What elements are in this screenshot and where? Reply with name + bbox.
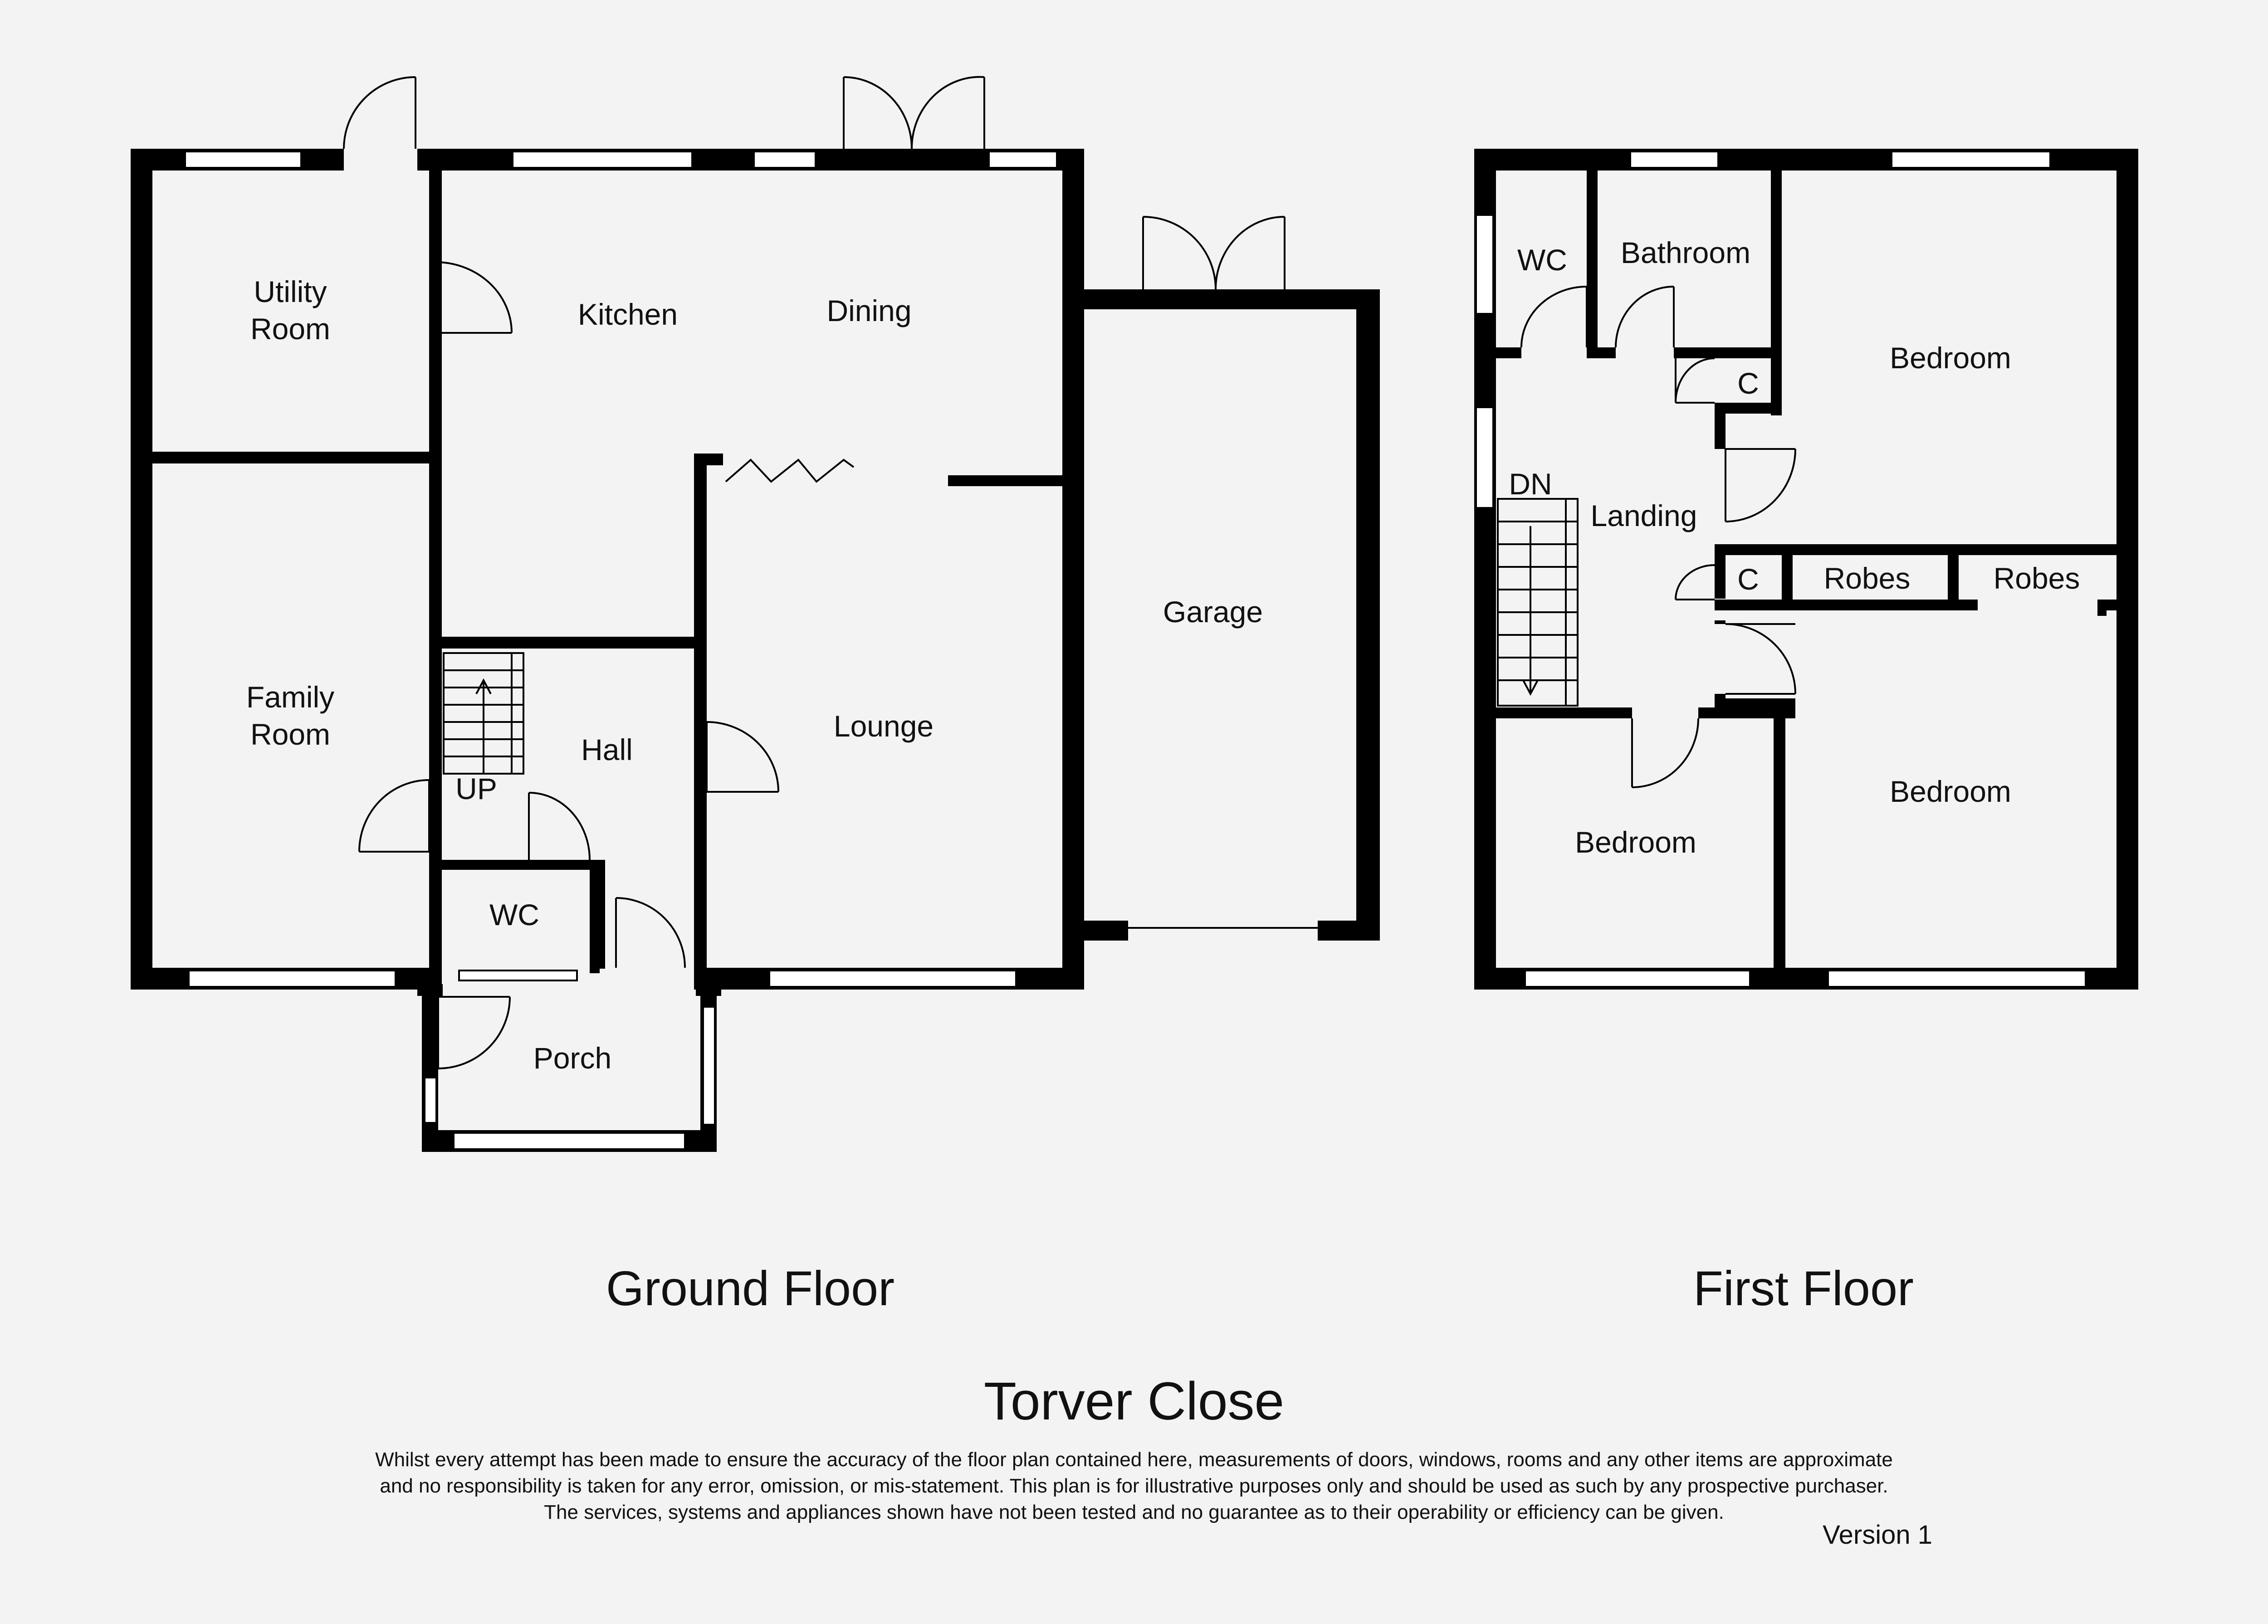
bedroom-2-label: Bedroom — [1890, 775, 2011, 808]
bedroom-1-label: Bedroom — [1890, 341, 2011, 375]
first-wc-label: WC — [1517, 243, 1567, 277]
porch-label: Porch — [533, 1041, 611, 1075]
first-floor-room-labels: WC Bathroom Bedroom C DN Landing C Robes… — [1509, 236, 2080, 859]
landing-label: Landing — [1591, 499, 1697, 532]
bathroom-label: Bathroom — [1621, 236, 1750, 269]
robes-1-label: Robes — [1824, 561, 1911, 595]
garage-label: Garage — [1163, 595, 1263, 629]
cupboard-2-label: C — [1737, 562, 1759, 596]
disclaimer-line-3: The services, systems and appliances sho… — [544, 1501, 1724, 1523]
ground-floor-stairs — [443, 652, 524, 775]
stairs-up-label: UP — [455, 772, 497, 805]
disclaimer: Whilst every attempt has been made to en… — [272, 1447, 1996, 1526]
stairs-down-label: DN — [1509, 467, 1552, 501]
bedroom-3-label: Bedroom — [1575, 825, 1696, 859]
ground-floor-windows — [184, 151, 1318, 1150]
utility-room-label-2: Room — [250, 312, 330, 346]
hall-label: Hall — [581, 733, 633, 766]
lounge-label: Lounge — [834, 709, 934, 743]
first-floor-label: First Floor — [1693, 1261, 1914, 1316]
robes-2-label: Robes — [1994, 561, 2080, 595]
first-floor-stairs — [1497, 498, 1579, 707]
utility-room-label: Utility — [254, 275, 327, 308]
ground-floor-plan: Utility Room Kitchen Dining Family Room … — [131, 76, 1380, 1316]
disclaimer-line-2: and no responsibility is taken for any e… — [380, 1475, 1888, 1497]
property-title: Torver Close — [983, 1371, 1285, 1431]
disclaimer-line-1: Whilst every attempt has been made to en… — [375, 1448, 1893, 1471]
ground-floor-room-labels: Utility Room Kitchen Dining Family Room … — [246, 275, 1263, 1075]
family-room-label: Family — [246, 680, 334, 714]
first-floor-plan: WC Bathroom Bedroom C DN Landing C Robes… — [1474, 149, 2138, 1316]
kitchen-label: Kitchen — [578, 297, 678, 331]
first-floor-windows — [1475, 151, 2087, 988]
dining-label: Dining — [826, 294, 911, 327]
family-room-label-2: Room — [250, 717, 330, 751]
ground-floor-doors — [343, 76, 1286, 1069]
version-label: Version 1 — [1823, 1520, 1932, 1550]
first-floor-doors — [1520, 286, 2107, 788]
cupboard-1-label: C — [1737, 366, 1759, 400]
ground-wc-label: WC — [489, 898, 539, 931]
ground-floor-label: Ground Floor — [606, 1261, 894, 1316]
